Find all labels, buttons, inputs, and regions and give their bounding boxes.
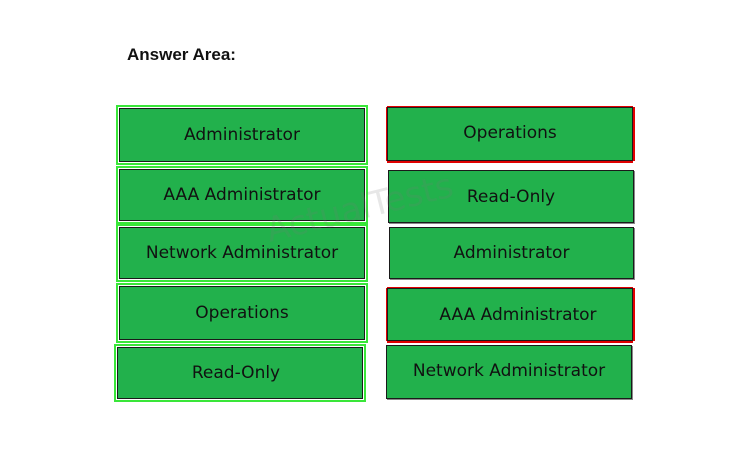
right-slot-operations[interactable]: Operations [387, 107, 633, 161]
left-item-network-administrator[interactable]: Network Administrator [116, 224, 368, 282]
left-item-operations[interactable]: Operations [116, 283, 368, 343]
right-slot-administrator[interactable]: Administrator [389, 227, 634, 279]
right-slot-read-only[interactable]: Read-Only [388, 170, 634, 223]
left-item-aaa-administrator[interactable]: AAA Administrator [116, 166, 368, 224]
right-slot-network-administrator[interactable]: Network Administrator [386, 345, 632, 399]
left-item-administrator[interactable]: Administrator [116, 105, 368, 165]
left-item-read-only[interactable]: Read-Only [114, 344, 366, 402]
right-slot-aaa-administrator[interactable]: AAA Administrator [387, 288, 633, 341]
answer-area-title: Answer Area: [127, 45, 236, 64]
